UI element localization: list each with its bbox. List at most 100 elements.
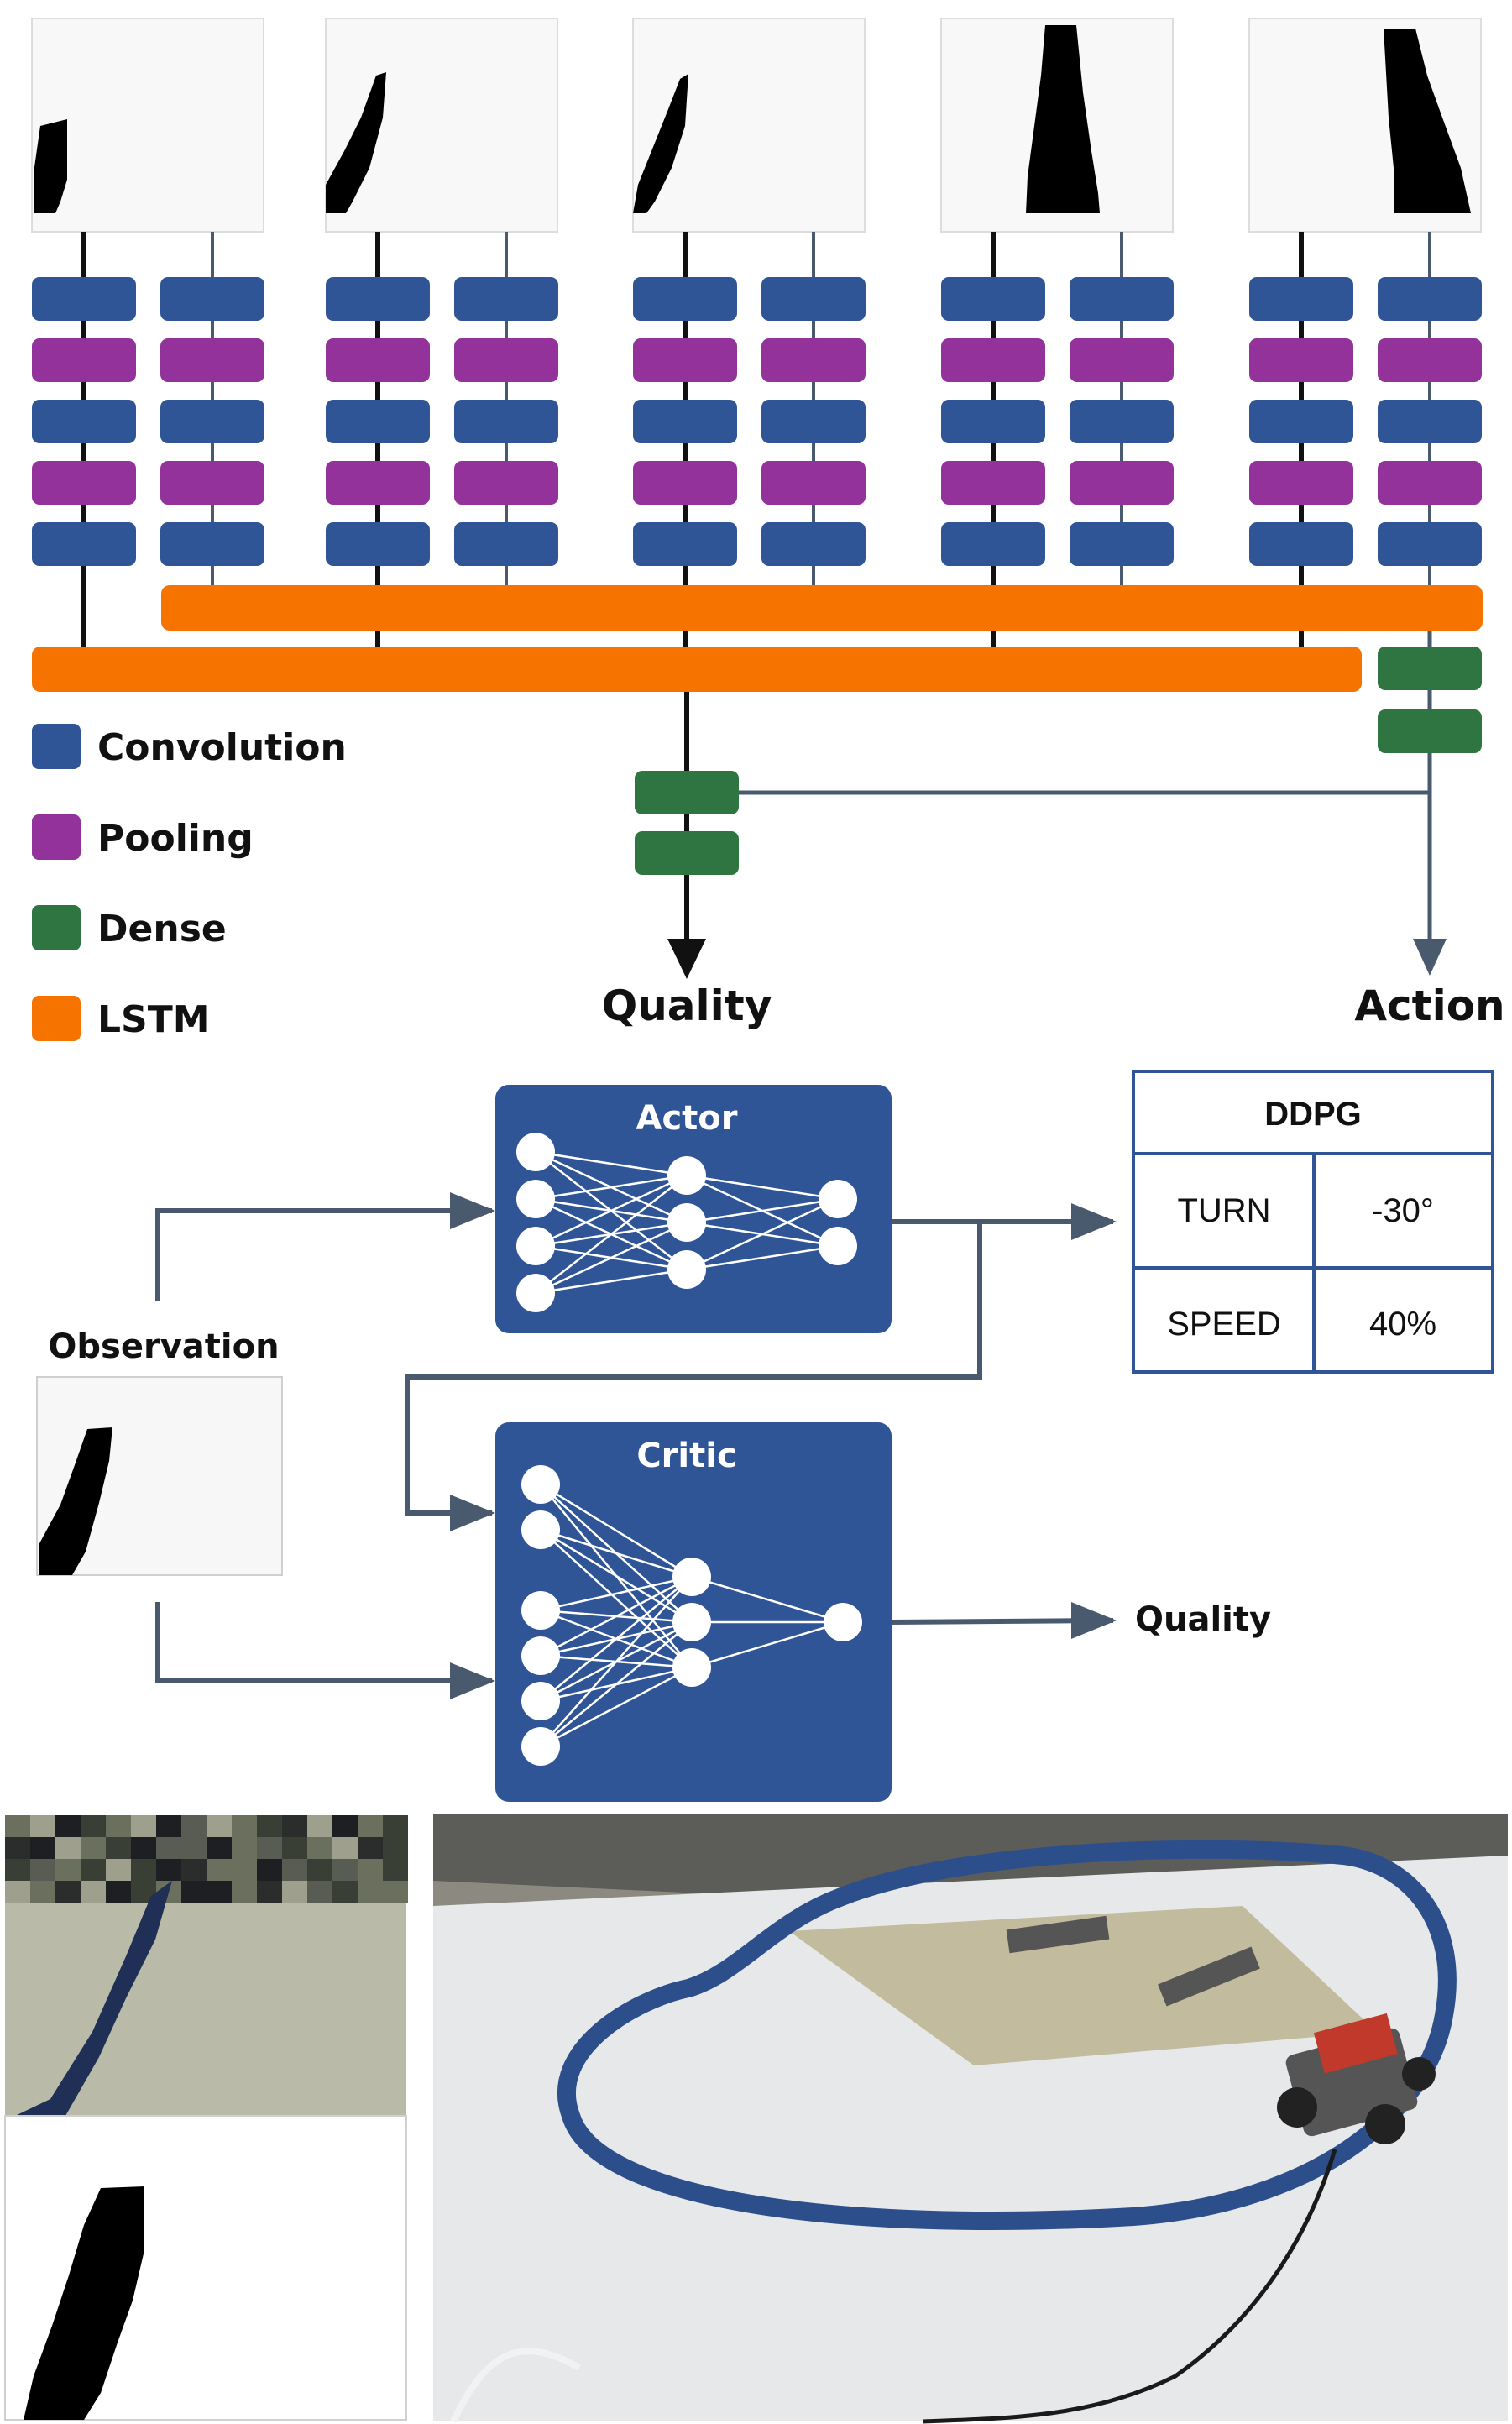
ddpg-row-turn-name: TURN [1177,1192,1270,1229]
camera-pixel [383,1837,408,1859]
actor-edge [686,1244,839,1271]
critic-edge [540,1575,693,1657]
ddpg-row-turn-value: -30° [1372,1192,1434,1229]
convolution-layer-3-2-1 [761,277,866,321]
camera-pixel [181,1859,207,1881]
actor-neuron-l1 [516,1133,555,1171]
robot-car [1277,2013,1436,2144]
camera-pixel [5,1881,30,1903]
actor-neuron-l2 [667,1250,706,1289]
critic-edge [540,1666,693,1748]
camera-pixel [81,1881,106,1903]
camera-pixel [332,1859,358,1881]
convolution-layer-4-1-1 [941,277,1045,321]
camera-pixel [81,1837,106,1859]
observation-to-actor-arrow [155,1207,494,1301]
camera-pixel [282,1837,307,1859]
camera-pixel [30,1837,55,1859]
convolution-layer-3-1-5 [633,522,737,566]
camera-pixel [106,1859,131,1881]
ddpg-table: DDPG TURN -30° SPEED 40% [1132,1070,1494,1374]
legend-swatch-convolution [32,724,81,769]
convolution-layer-2-2-1 [454,277,558,321]
critic-neuron-l2 [672,1558,711,1596]
pooling-layer-1-1-4 [32,461,136,505]
camera-pixel [257,1859,282,1881]
camera-pixel [30,1815,55,1837]
camera-pixel [156,1815,181,1837]
critic-edge [540,1576,693,1702]
pooling-layer-5-2-4 [1378,461,1482,505]
pooling-layer-3-1-2 [633,338,737,382]
legend-label-dense: Dense [97,908,227,950]
camera-pixel [332,1815,358,1837]
actor-edge [686,1197,839,1224]
pooling-layer-2-1-2 [326,338,430,382]
convolution-layer-5-2-5 [1378,522,1482,566]
convolution-layer-4-2-1 [1070,277,1174,321]
critic-neuron-l1 [521,1510,560,1549]
camera-pixel [332,1837,358,1859]
convolution-layer-3-1-3 [633,400,737,443]
convolution-layer-5-2-3 [1378,400,1482,443]
pooling-layer-3-2-2 [761,338,866,382]
action-to-critic-arrow [405,1222,982,1517]
critic-edge [540,1528,693,1578]
camera-pixel [232,1837,257,1859]
convolution-layer-2-1-3 [326,400,430,443]
camera-pixel [383,1859,408,1881]
camera-pixel [307,1881,332,1903]
pooling-layer-2-2-2 [454,338,558,382]
track-mask-2 [326,72,386,213]
actor-neuron-l2 [667,1203,706,1242]
camera-pixel [30,1859,55,1881]
convolution-layer-4-2-5 [1070,522,1174,566]
input-frames [31,18,1482,233]
critic-neuron-l2 [672,1603,711,1641]
critic-network [521,1465,862,1766]
usb-cable [923,2149,1337,2424]
camera-pixel [181,1881,207,1903]
camera-pixel [181,1815,207,1837]
convolution-layer-3-2-5 [761,522,866,566]
actor-neuron-l1 [516,1180,555,1218]
critic-neuron-l3 [824,1603,862,1641]
convolution-layer-5-2-1 [1378,277,1482,321]
camera-pixel [307,1837,332,1859]
arrowhead-critic-action-in [450,1495,495,1531]
actor-edge [535,1150,688,1177]
camera-pixel [257,1881,282,1903]
camera-pixel [181,1837,207,1859]
track-mask-3 [633,74,688,213]
camera-pixel [307,1815,332,1837]
actor-neuron-l1 [516,1227,555,1265]
camera-pixel [332,1881,358,1903]
pooling-layer-2-1-4 [326,461,430,505]
actor-edge [686,1197,839,1271]
critic-dense-2 [635,831,739,875]
camera-pixel [55,1815,81,1837]
camera-pixel [55,1837,81,1859]
pooling-layer-5-1-4 [1249,461,1353,505]
critic-neuron-l1 [521,1682,560,1720]
critic-edge [540,1575,693,1612]
actor-dense-1 [1378,647,1482,690]
actor-edge [535,1175,688,1294]
ddpg-row-speed-name: SPEED [1167,1306,1281,1343]
legend-swatch-dense [32,905,81,950]
output-quality-label: Quality [602,982,772,1030]
convolution-layer-1-1-3 [32,400,136,443]
binary-frame-photo [4,2115,407,2421]
critic-edge [691,1620,844,1669]
critic-neuron-l1 [521,1727,560,1766]
critic-edge [540,1528,693,1624]
convolution-layer-5-1-3 [1249,400,1353,443]
pooling-layer-3-1-4 [633,461,737,505]
camera-pixel [30,1881,55,1903]
critic-neuron-l1 [521,1636,560,1675]
critic-edge [540,1529,693,1668]
camera-pixel [358,1815,383,1837]
track-mask-1 [34,119,67,213]
actor-edge [535,1221,688,1295]
camera-pixel [232,1815,257,1837]
